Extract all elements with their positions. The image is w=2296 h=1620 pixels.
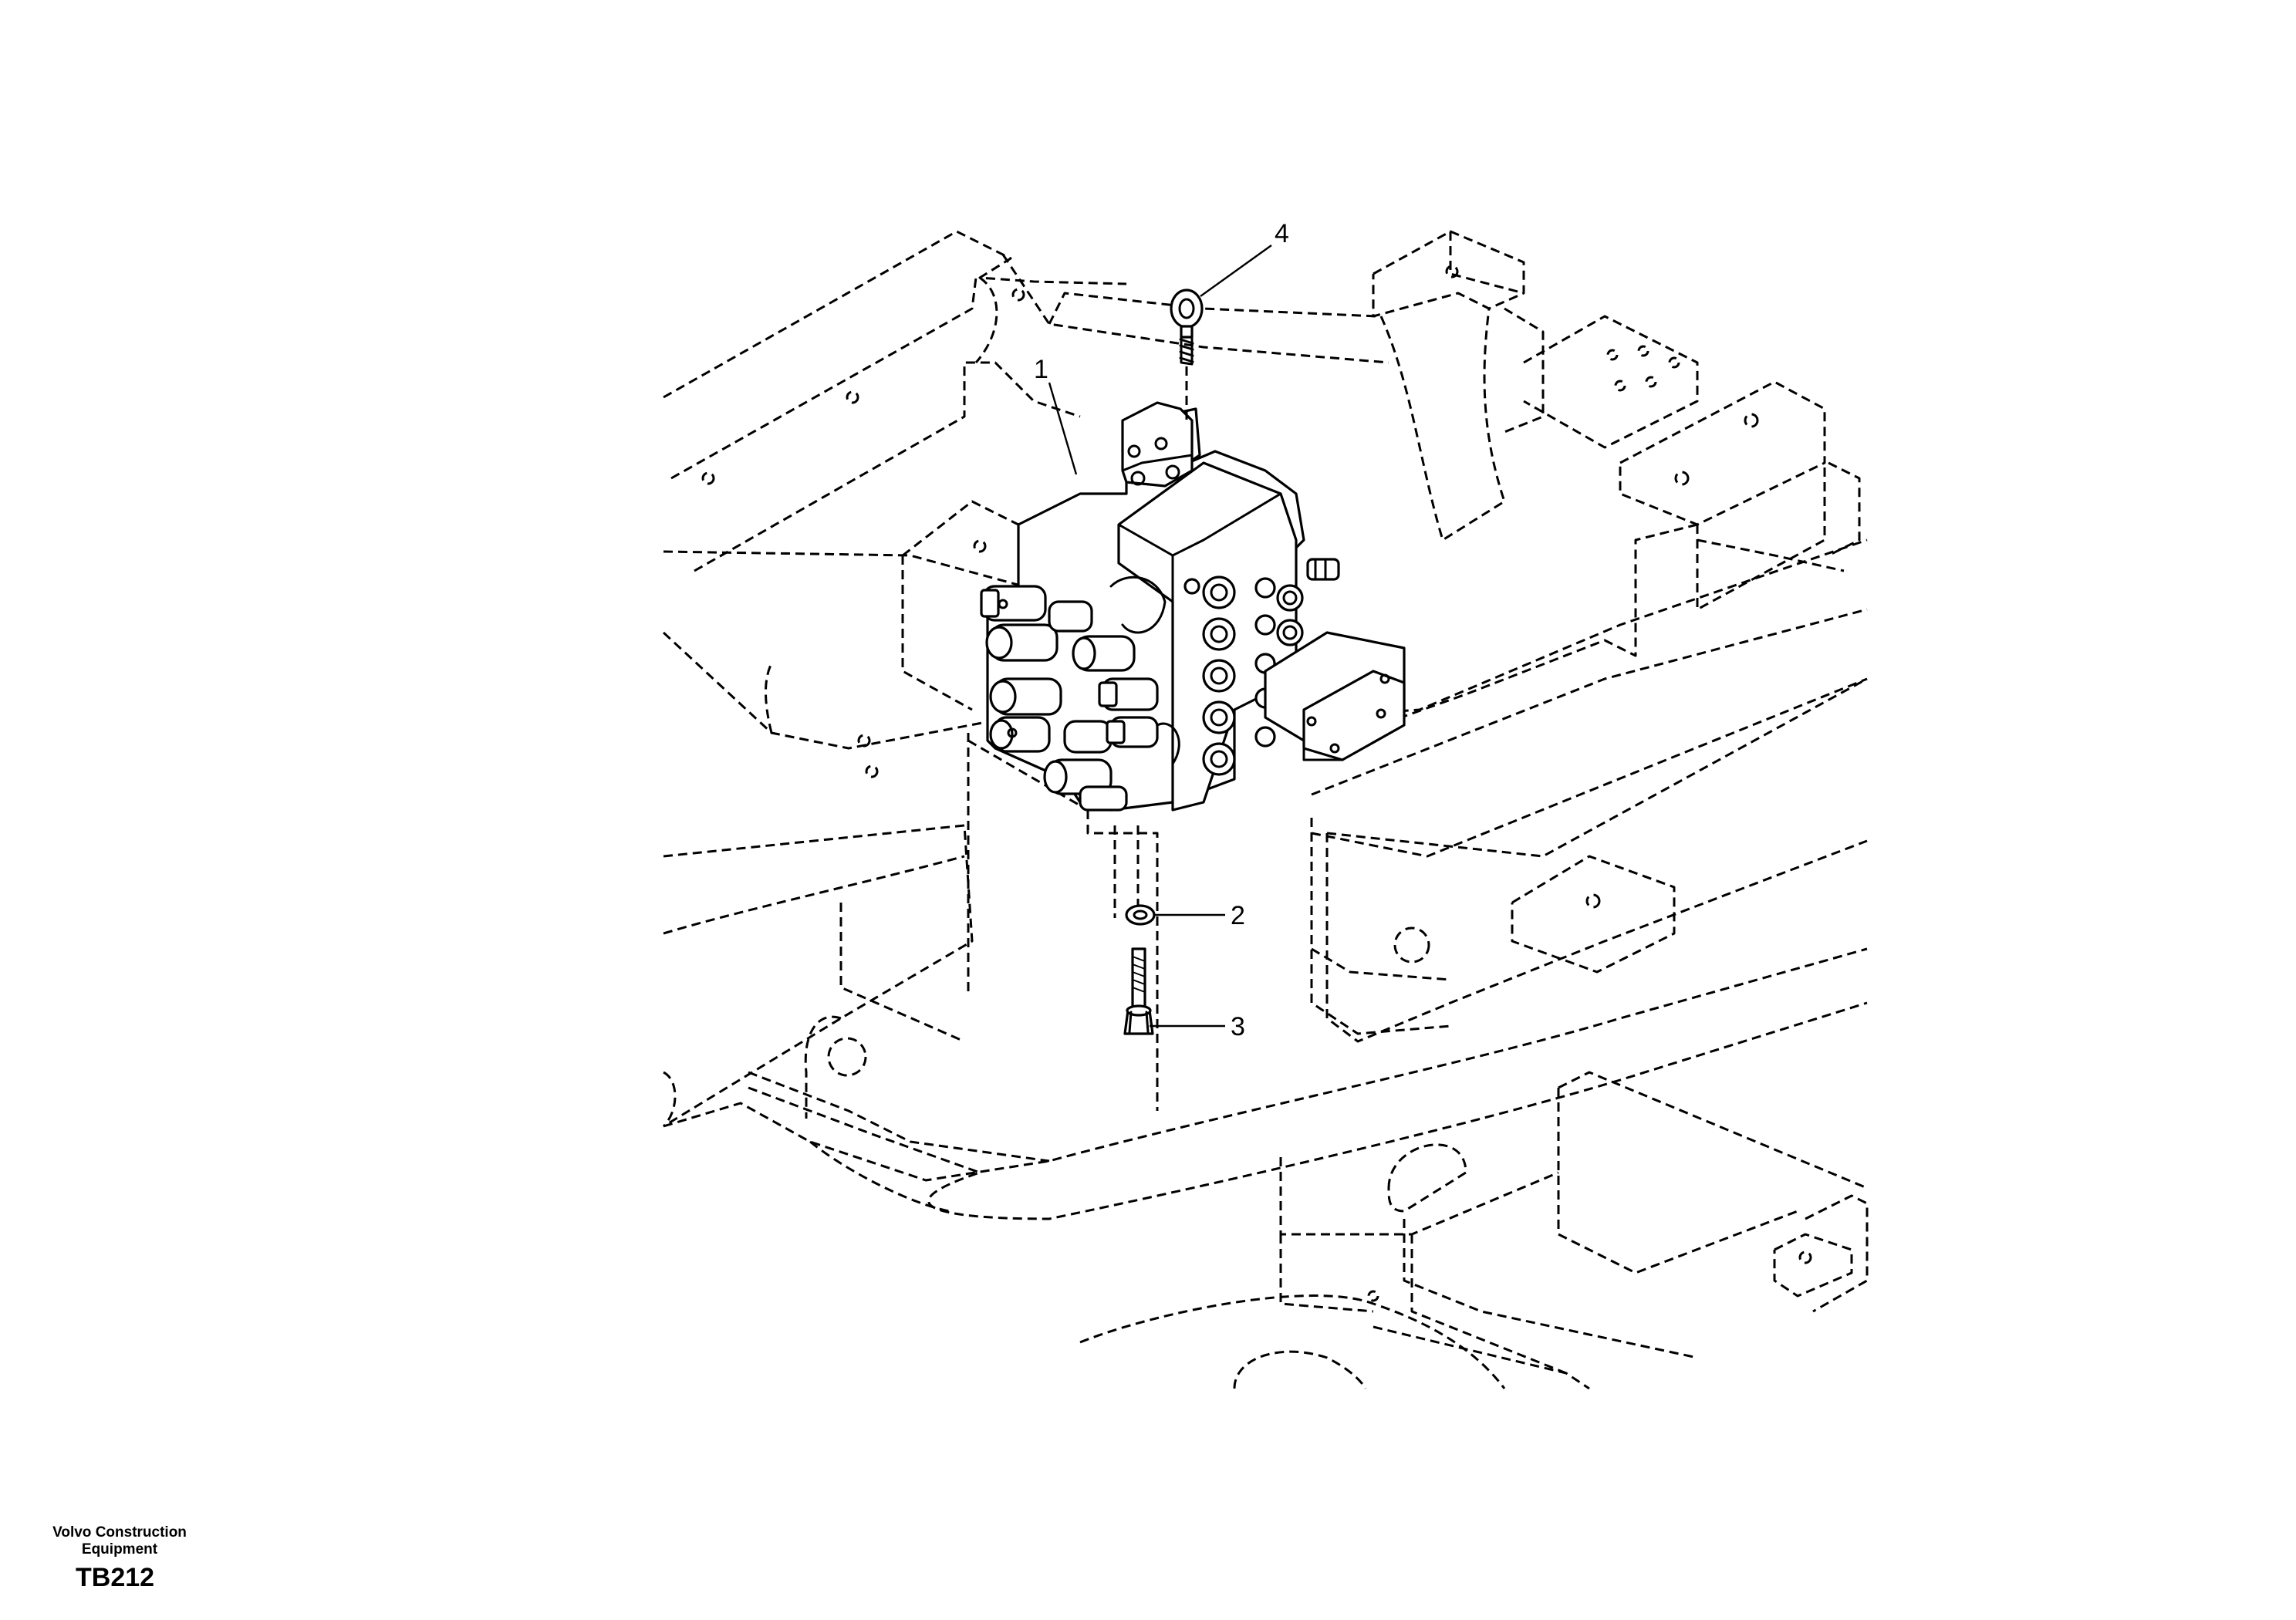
washer <box>1125 904 1156 926</box>
callout-4-number: 4 <box>1275 219 1289 248</box>
callout-1-number: 1 <box>1034 355 1048 384</box>
brand-line-2: Equipment <box>81 1541 158 1558</box>
callout-4: 4 <box>1200 219 1289 297</box>
frame-dashed-outline <box>662 230 1869 1390</box>
control-valve-assembly <box>980 401 1406 812</box>
eye-bolt <box>1170 289 1204 424</box>
callout-3-number: 3 <box>1231 1012 1245 1041</box>
spool-caps <box>980 585 1159 812</box>
callout-2-number: 2 <box>1231 901 1245 930</box>
bolt <box>1123 947 1154 1035</box>
callout-3: 3 <box>1150 1012 1245 1041</box>
callout-2: 2 <box>1154 901 1245 930</box>
footer: Volvo Construction Equipment TB212 <box>31 1524 208 1593</box>
callout-1: 1 <box>1034 355 1078 475</box>
brand-line-1: Volvo Construction <box>52 1524 187 1541</box>
drawing-code: TB212 <box>76 1563 155 1592</box>
